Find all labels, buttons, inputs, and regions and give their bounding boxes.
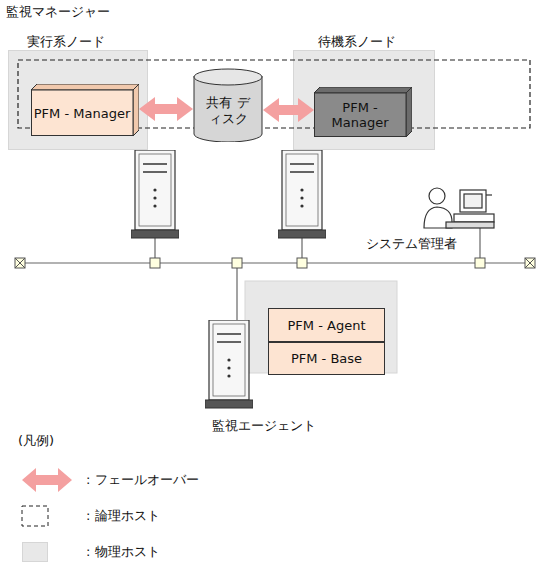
node-label: 共有 ディスク [203,95,253,127]
disk-top [194,69,262,85]
physical-host: 待機系ノードPFM - Manager [293,50,435,150]
node-label: PFM - Manager [34,106,130,121]
admin-icon [424,188,494,228]
server-icon [205,320,253,408]
process-box: PFM - Manager [314,87,412,137]
caption-label: (凡例) [18,433,54,449]
server-icon [131,150,179,238]
box-side [406,87,412,137]
failover-sample [22,468,72,492]
shared-disk: 共有 ディスク [193,68,263,142]
logical-host-sample [22,506,48,526]
box-top [314,87,412,93]
caption-label: 監視エージェント [212,418,316,434]
box-top [31,84,139,90]
box-front [269,309,385,342]
node-label: PFM - Base [291,351,362,366]
legend-swatch [22,542,48,562]
caption-label: 監視マネージャー [6,4,110,20]
box-front [269,343,385,375]
node-heading: 待機系ノード [318,34,396,50]
server-icon [278,150,326,238]
node-heading: 実行系ノード [27,34,105,50]
legend-text: : 物理ホスト [86,544,160,560]
caption-label: システム管理者 [366,236,457,252]
disk-body [194,76,262,142]
box-side [133,84,139,136]
box-front [32,90,134,136]
node-label: PFM - Agent [288,318,366,333]
legend-text: : フェールオーバー [86,472,199,488]
process-box: PFM - Agent [268,308,385,342]
process-box: PFM - Base [268,342,385,375]
legend-text: : 論理ホスト [86,508,160,524]
node-label: PFM - Manager [314,100,406,130]
process-box: PFM - Manager [31,84,139,136]
box-front [315,93,407,137]
physical-host: 実行系ノードPFM - Manager [8,50,148,150]
